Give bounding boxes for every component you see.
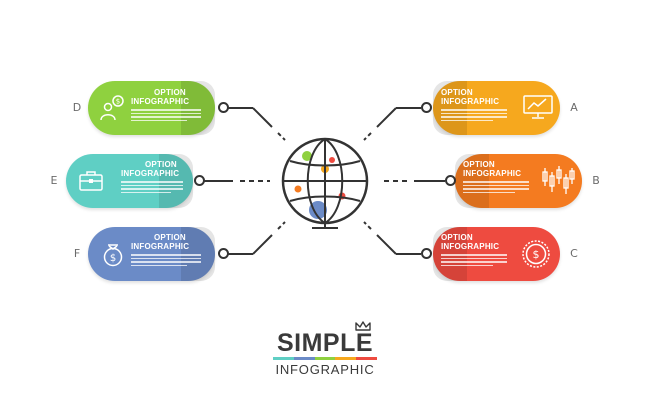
option-letter-b: B [592,174,600,187]
connector-node-e [194,175,205,186]
footer-subtitle: INFOGRAPHIC [275,362,375,377]
card-title-line2: INFOGRAPHIC [121,169,180,178]
footer-title-block: SIMPLE INFOGRAPHIC [258,330,392,377]
option-card-f: $ OPTION INFOGRAPHIC [88,227,215,281]
briefcase-icon [79,171,103,191]
money-bag-icon: $ [103,244,123,267]
option-card-e: OPTION INFOGRAPHIC [66,154,193,208]
globe-icon [281,137,369,229]
card-title-line1: OPTION [154,233,186,242]
option-card-b: OPTION INFOGRAPHIC [455,154,582,208]
card-title-line2: INFOGRAPHIC [131,97,190,106]
candlestick-chart-icon [542,166,575,194]
footer-color-bar [273,357,377,360]
card-body-text [463,181,529,193]
connector-node-d [218,102,229,113]
color-bar-segment [335,357,357,360]
connector-node-c [421,248,432,259]
card-body-text [441,254,507,266]
card-title-line1: OPTION [441,233,473,242]
card-fold [181,81,215,135]
monitor-chart-icon [523,95,553,119]
option-letter-d: D [72,101,82,114]
option-card-c: OPTION INFOGRAPHIC $ [433,227,560,281]
crown-icon [355,321,371,331]
color-bar-segment [273,357,294,360]
svg-text:$: $ [116,98,120,106]
color-bar-segment [314,357,336,360]
card-body-text [121,181,183,193]
card-title-line2: INFOGRAPHIC [441,97,500,106]
svg-text:$: $ [533,248,540,261]
svg-text:$: $ [110,253,116,264]
connector-node-a [421,102,432,113]
connector-node-b [445,175,456,186]
option-letter-e: E [50,174,58,187]
footer-title: SIMPLE [276,329,374,357]
card-title-line2: INFOGRAPHIC [463,169,522,178]
dollar-coin-icon: $ [522,240,550,268]
card-fold [433,81,467,135]
card-title-line1: OPTION [145,160,177,169]
option-letter-f: F [73,247,81,260]
card-title-line2: INFOGRAPHIC [131,242,190,251]
person-dollar-bubble-icon: $ [100,95,124,121]
card-body-text [131,254,201,266]
option-card-d: $ OPTION INFOGRAPHIC [88,81,215,135]
card-title-line1: OPTION [441,88,473,97]
option-card-a: OPTION INFOGRAPHIC [433,81,560,135]
connector-node-f [218,248,229,259]
card-body-text [441,109,507,121]
option-letter-c: C [570,247,578,260]
card-title-line1: OPTION [154,88,186,97]
color-bar-segment [356,357,377,360]
card-title-line1: OPTION [463,160,495,169]
card-body-text [131,109,201,121]
option-letter-a: A [570,101,578,114]
card-title-line2: INFOGRAPHIC [441,242,500,251]
color-bar-segment [293,357,315,360]
